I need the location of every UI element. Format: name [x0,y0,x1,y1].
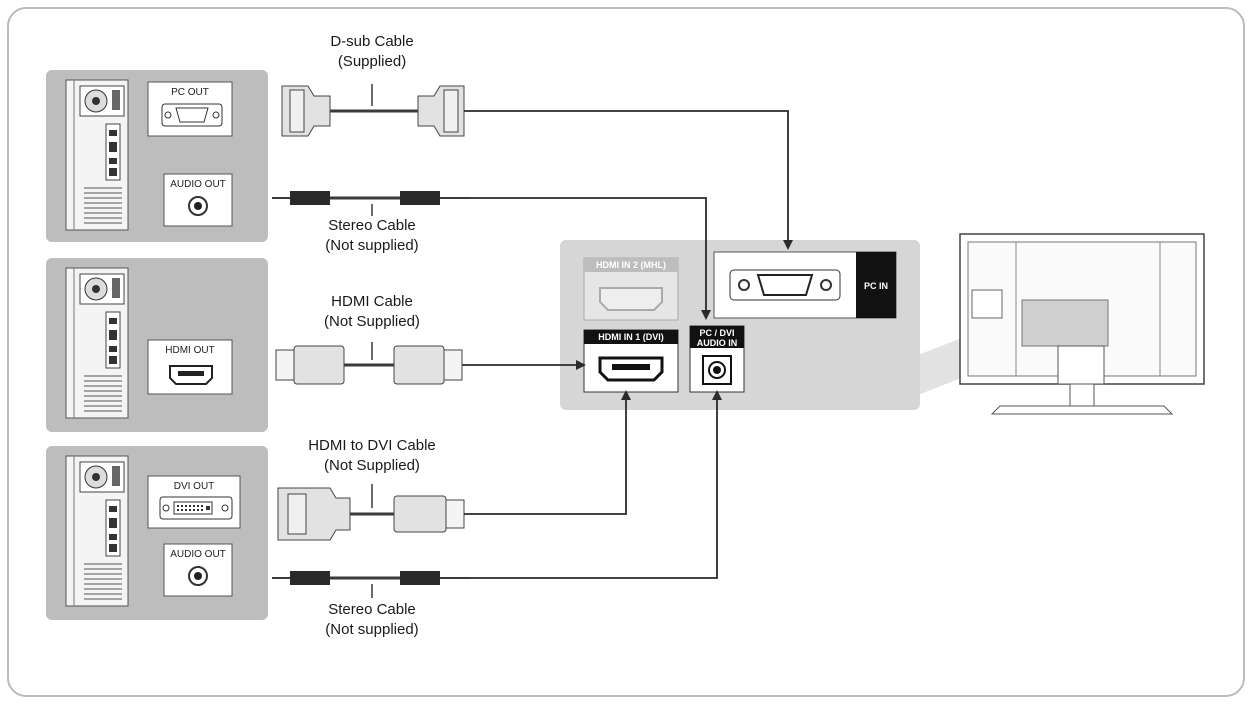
audio-jack-icon [188,566,208,586]
stereo-cable-top-label-1: Stereo Cable [328,217,416,234]
pc-tower-icon [65,455,129,607]
audio-out-label-bottom: AUDIO OUT [170,549,226,560]
hdmi-cable-label-1: HDMI Cable [331,293,413,310]
pc-in-label: PC IN [864,281,888,291]
dvi-out-label: DVI OUT [174,481,215,492]
hdmi-dvi-cable-label-2: (Not Supplied) [324,457,420,474]
arrow-audio-bottom-to-audio-in [470,390,722,579]
hdmi-cable [275,342,463,385]
stereo-cable-top-label-2: (Not supplied) [325,237,418,254]
hdmi-port-icon [599,287,663,311]
dsub-cable [281,84,465,137]
vga-port-icon [161,103,223,127]
audio-jack-icon [188,196,208,216]
pc-panel-hdmi: HDMI OUT [46,258,268,432]
pc-tower-icon [65,79,129,231]
stereo-cable-top [272,191,470,216]
pc-out-label: PC OUT [171,87,209,98]
audio-out-port-bottom [163,543,233,597]
hdmi-in-2-label: HDMI IN 2 (MHL) [596,260,666,270]
vga-port-icon [729,269,841,301]
audio-jack-icon [702,355,732,385]
dsub-cable-label-1: D-sub Cable [330,33,413,50]
pc-panel-dvi: DVI OUT AUDIO OUT [46,446,268,620]
monitor-icon [959,233,1205,415]
arrow-dvi-to-hdmi-in-1 [464,390,631,515]
stereo-cable-bottom-label-2: (Not supplied) [325,621,418,638]
audio-out-label-top: AUDIO OUT [170,179,226,190]
pc-panel-dsub: PC OUT AUDIO OUT [46,70,268,242]
hdmi-dvi-cable-label-1: HDMI to DVI Cable [308,437,436,454]
pc-dvi-audio-label-1: PC / DVI [699,328,734,338]
hdmi-out-label: HDMI OUT [165,345,214,356]
dsub-cable-label-2: (Supplied) [338,53,406,70]
stereo-cable-bottom [272,571,470,598]
dvi-port-icon [159,496,233,520]
hdmi-port-icon [598,356,664,382]
hdmi-in-1-label: HDMI IN 1 (DVI) [598,332,664,342]
hdmi-port-icon [169,365,213,385]
arrow-dsub-to-pc-in [464,110,793,250]
hdmi-dvi-cable [277,484,465,541]
hdmi-cable-label-2: (Not Supplied) [324,313,420,330]
stereo-cable-bottom-label-1: Stereo Cable [328,601,416,618]
pc-tower-icon [65,267,129,419]
pc-dvi-audio-label-2: AUDIO IN [697,338,738,348]
arrow-audio-top-to-audio-in [470,197,711,320]
